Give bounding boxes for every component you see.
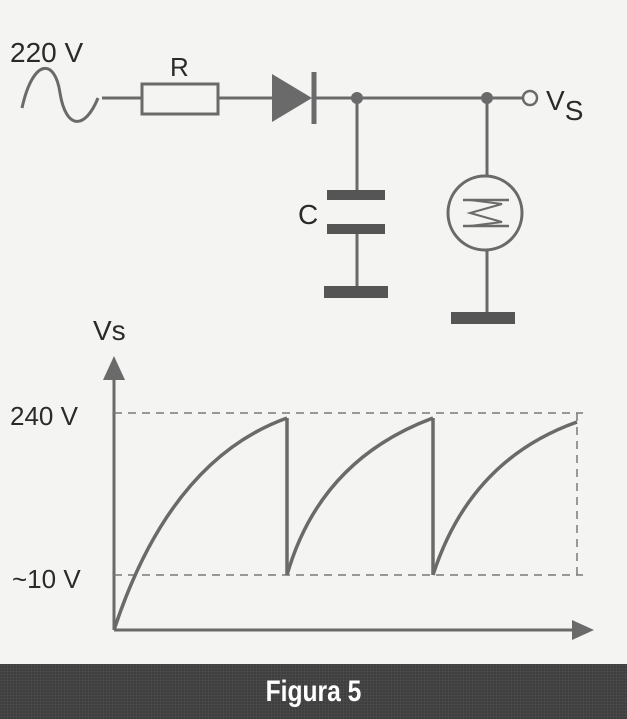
resistor-label: R <box>170 52 189 82</box>
sawtooth-waveform <box>112 416 578 631</box>
capacitor-plate-bottom <box>327 224 385 234</box>
capacitor-ground-symbol <box>324 286 388 298</box>
charge-curve-2 <box>285 416 434 576</box>
caption-bar: Figura 5 <box>0 664 627 719</box>
sawtooth-graph: Vs 240 V ~10 V <box>10 315 594 640</box>
y-axis-arrow <box>103 356 125 380</box>
high-level-label: 240 V <box>10 401 79 431</box>
charge-curve-1 <box>112 416 288 631</box>
circuit: 220 V R VS C <box>10 37 583 324</box>
charge-curve-3 <box>431 420 578 576</box>
ac-source-symbol <box>20 66 100 123</box>
output-terminal <box>521 89 539 107</box>
y-axis-label: Vs <box>93 315 126 346</box>
resistor-symbol <box>140 82 220 116</box>
lamp-ground-symbol <box>451 312 515 324</box>
source-voltage-label: 220 V <box>10 37 83 68</box>
capacitor-label: C <box>298 199 318 230</box>
x-axis-arrow <box>572 620 594 640</box>
low-level-label: ~10 V <box>12 564 81 594</box>
figure-caption: Figura 5 <box>265 675 362 708</box>
neon-lamp-glow-path <box>466 199 503 227</box>
output-voltage-label: VS <box>546 85 583 126</box>
diode-symbol <box>272 74 312 122</box>
neon-lamp-symbol <box>446 174 524 252</box>
capacitor-plate-top <box>327 190 385 200</box>
